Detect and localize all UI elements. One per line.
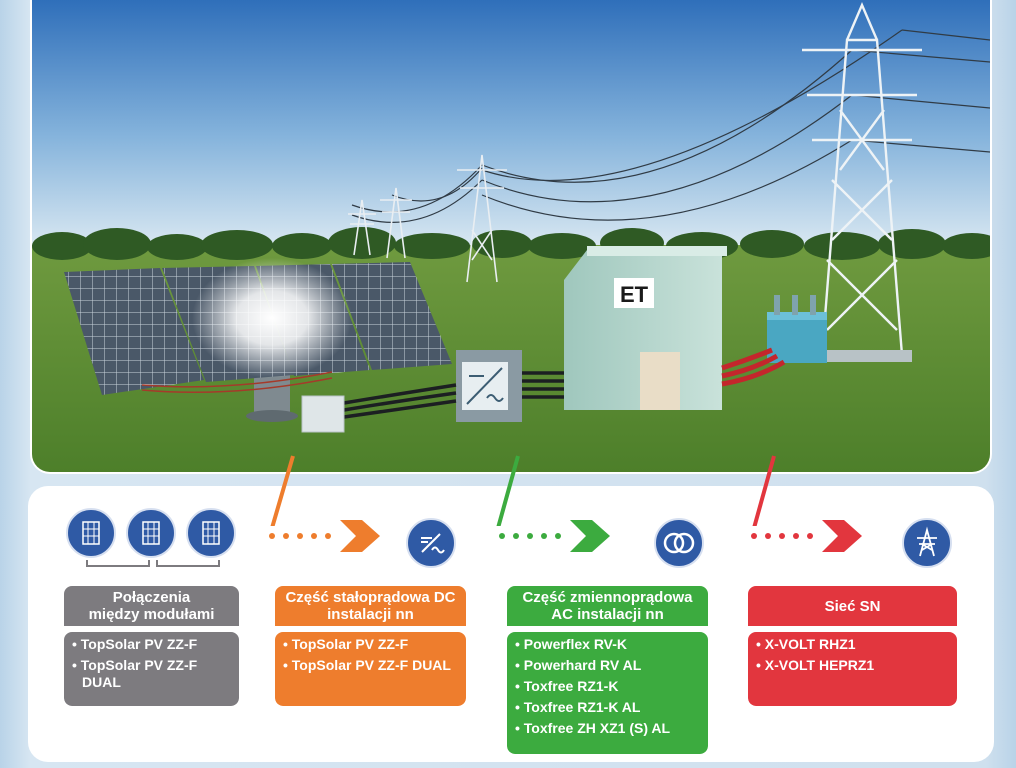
dc-flow-arrow: [269, 520, 380, 552]
cable-item: TopSolar PV ZZ-F: [283, 636, 458, 653]
stage-title-line: między modułami: [88, 606, 215, 623]
stage-modules: Połączenia między modułami TopSolar PV Z…: [64, 586, 239, 706]
stage-dc: Część stałoprądowa DC instalacji nn TopS…: [275, 586, 466, 706]
main-pylon: [802, 1, 922, 356]
inverter-box: [456, 350, 522, 422]
stage-title-line: Część stałoprądowa DC: [285, 589, 456, 606]
transformer: [767, 295, 827, 363]
cable-list: TopSolar PV ZZ-F TopSolar PV ZZ-F DUAL: [64, 632, 239, 706]
substation-building: ET: [564, 246, 727, 410]
transformer-icon: [654, 518, 704, 568]
cable-item: TopSolar PV ZZ-F DUAL: [72, 657, 231, 691]
stage-title-line: Sieć SN: [824, 597, 881, 615]
stage-ac: Część zmiennoprądowa AC instalacji nn Po…: [507, 586, 708, 754]
solar-module-icon: [126, 508, 176, 558]
solar-farm-illustration: ET: [32, 0, 990, 472]
stage-title: Połączenia między modułami: [64, 586, 239, 626]
substation-label: ET: [620, 282, 649, 307]
solar-module-icon: [66, 508, 116, 558]
scene-svg: ET: [32, 0, 990, 472]
cable-item: Powerhard RV AL: [515, 657, 700, 674]
tree-line: [32, 227, 990, 260]
stage-title: Część stałoprądowa DC instalacji nn: [275, 586, 466, 626]
cable-item: TopSolar PV ZZ-F DUAL: [283, 657, 458, 674]
solar-module-icon: [186, 508, 236, 558]
cable-list: X-VOLT RHZ1 X-VOLT HEPRZ1: [748, 632, 957, 706]
cable-item: X-VOLT RHZ1: [756, 636, 949, 653]
ac-flow-arrow: [499, 520, 610, 552]
cable-item: Toxfree RZ1-K AL: [515, 699, 700, 716]
cable-item: Toxfree ZH XZ1 (S) AL: [515, 720, 700, 737]
cable-list: TopSolar PV ZZ-F TopSolar PV ZZ-F DUAL: [275, 632, 466, 706]
legend-panel: Połączenia między modułami TopSolar PV Z…: [28, 455, 994, 762]
pylon-base: [802, 350, 912, 362]
leader-lines: [270, 455, 776, 526]
mv-flow-arrow: [751, 520, 862, 552]
stage-title-line: Część zmiennoprądowa: [522, 589, 693, 606]
cable-list: Powerflex RV-K Powerhard RV AL Toxfree R…: [507, 632, 708, 754]
cable-item: X-VOLT HEPRZ1: [756, 657, 949, 674]
inverter-icon: [406, 518, 456, 568]
distant-pylons: [348, 154, 507, 283]
cable-item: Toxfree RZ1-K: [515, 678, 700, 695]
mv-cables: [721, 347, 786, 387]
solar-panels: [64, 258, 452, 395]
stage-title: Część zmiennoprądowa AC instalacji nn: [507, 586, 708, 626]
stage-title-line: Połączenia: [112, 589, 191, 606]
module-bracket: [86, 560, 220, 567]
cable-item: Powerflex RV-K: [515, 636, 700, 653]
stage-title-line: instalacji nn: [327, 606, 414, 623]
cable-item: TopSolar PV ZZ-F: [72, 636, 231, 653]
stage-mv: Sieć SN X-VOLT RHZ1 X-VOLT HEPRZ1: [748, 586, 957, 706]
pylon-icon: [902, 518, 952, 568]
stage-title: Sieć SN: [748, 586, 957, 626]
cables: [343, 371, 564, 419]
stage-title-line: AC instalacji nn: [551, 606, 664, 623]
junction-box: [301, 395, 345, 433]
power-lines: [351, 29, 990, 223]
